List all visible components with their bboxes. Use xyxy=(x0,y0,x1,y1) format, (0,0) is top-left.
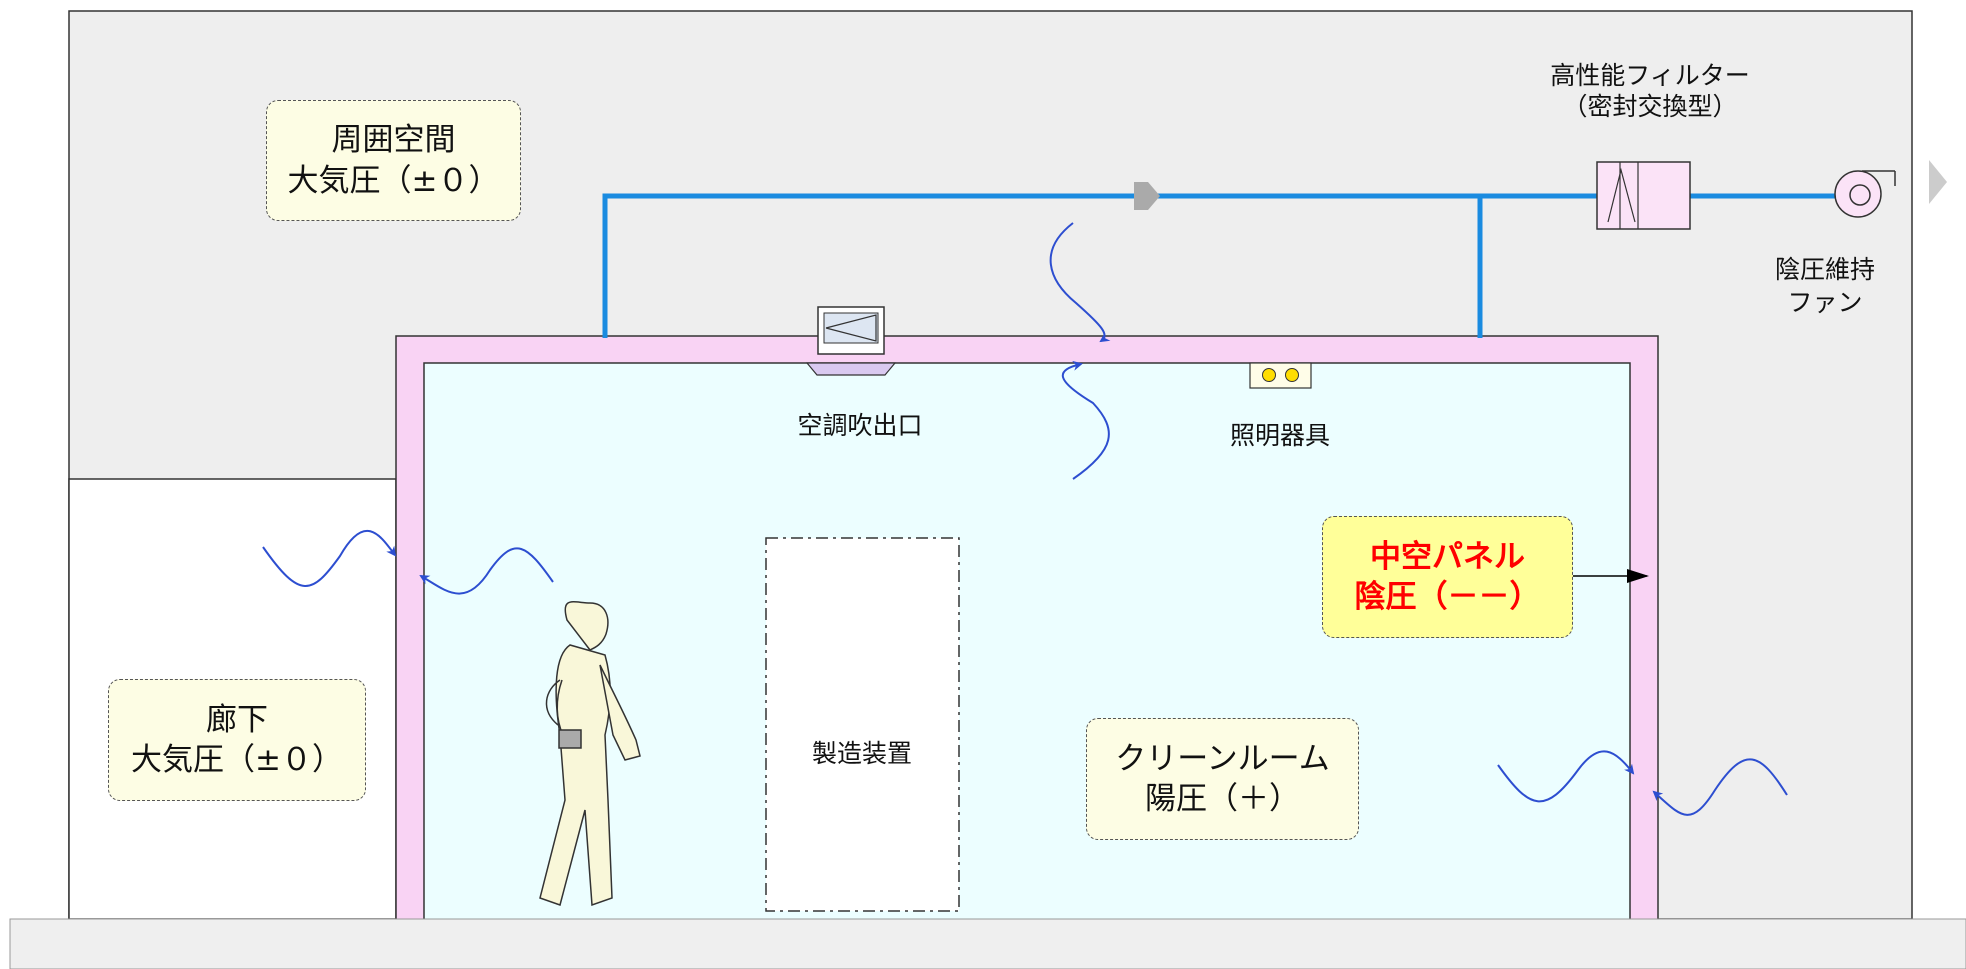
light-fixture-icon xyxy=(1249,362,1312,389)
filter-label-line1: 高性能フィルター xyxy=(1550,61,1750,90)
flow-arrow-icon xyxy=(1134,182,1160,210)
filter-icon xyxy=(1596,161,1691,230)
cleanroom-label-line2: 陽圧（＋） xyxy=(1145,781,1300,817)
worker-icon xyxy=(539,601,641,907)
floor xyxy=(9,918,1966,969)
cleanroom-label-line1: クリーンルーム xyxy=(1115,740,1330,777)
fan-label-line1: 陰圧維持 xyxy=(1774,255,1875,284)
fan-icon xyxy=(1834,170,1896,218)
airflow-arrows xyxy=(262,222,1788,816)
exhaust-duct xyxy=(602,193,1836,338)
outlet-arrow-icon xyxy=(1929,160,1947,204)
corridor-label-line1: 廊下 xyxy=(206,701,268,738)
ambient-label-box: 周囲空間 大気圧（±０） xyxy=(266,100,521,221)
ac-outlet-label: 空調吹出口 xyxy=(797,411,923,440)
hollow-panel-label-box: 中空パネル 陰圧（－－） xyxy=(1322,516,1573,638)
corridor-label-line2: 大気圧（±０） xyxy=(131,742,343,778)
filter-label-line2: （密封交換型） xyxy=(1562,92,1738,122)
hollow-panel-label-line1: 中空パネル xyxy=(1370,538,1525,575)
equipment-label: 製造装置 xyxy=(811,739,912,768)
fan-label-line2: ファン xyxy=(1787,287,1863,317)
cleanroom-interior xyxy=(423,362,1631,927)
cleanroom-label-box: クリーンルーム 陽圧（＋） xyxy=(1086,718,1359,840)
air-outlet-icon xyxy=(805,306,897,376)
filter-label: 高性能フィルター （密封交換型） xyxy=(1500,60,1800,123)
ambient-label-line2: 大気圧（±０） xyxy=(287,162,500,199)
fan-label: 陰圧維持 ファン xyxy=(1740,254,1910,319)
equipment-box xyxy=(765,537,960,912)
hollow-panel-label-line2: 陰圧（－－） xyxy=(1354,579,1541,615)
ambient-label-line1: 周囲空間 xyxy=(331,122,456,159)
corridor-label-box: 廊下 大気圧（±０） xyxy=(108,679,366,801)
lighting-label: 照明器具 xyxy=(1229,421,1330,450)
